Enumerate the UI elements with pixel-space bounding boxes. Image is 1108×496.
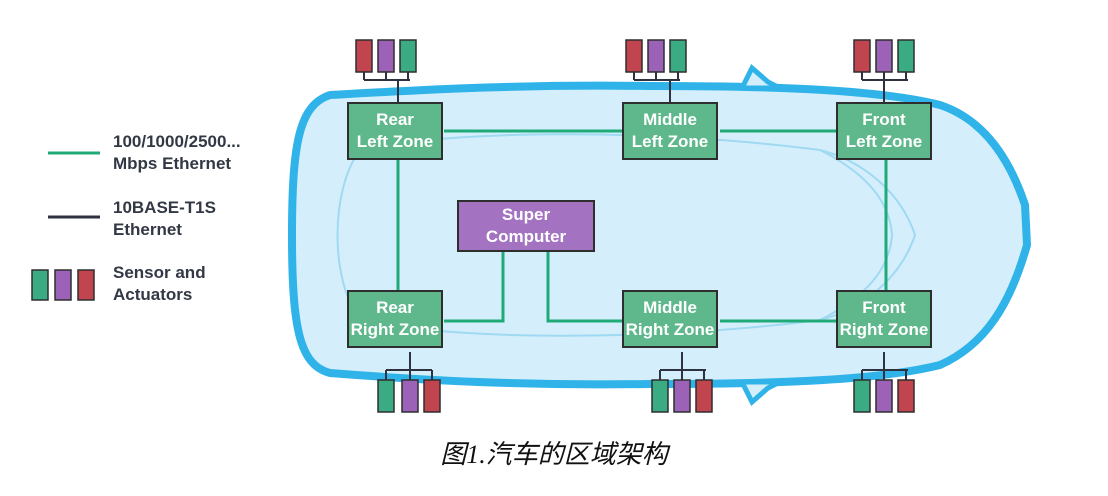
zone-middle-left: Middle Left Zone [622, 102, 718, 160]
sensor-purple [875, 39, 893, 73]
sensor-red [853, 39, 871, 73]
zone-label: Front Left Zone [845, 110, 923, 151]
ethernet-links [396, 129, 888, 323]
sensor-group-rear-left [355, 39, 417, 73]
right-mirror [737, 379, 782, 407]
sensor-group-middle-right [651, 379, 713, 413]
car-interior-line [359, 133, 917, 337]
legend-t1s-label: 10BASE-T1S Ethernet [113, 198, 216, 239]
sensor-purple [647, 39, 665, 73]
zone-rear-right: Rear Right Zone [347, 290, 443, 348]
zone-label: Front Right Zone [839, 298, 929, 339]
legend-sensor-icons [31, 269, 95, 301]
zone-rear-left: Rear Left Zone [347, 102, 443, 160]
sensor-group-front-right [853, 379, 915, 413]
sensor-green [853, 379, 871, 413]
super-computer-label: Super Computer [485, 205, 567, 246]
zone-label: Middle Right Zone [625, 298, 715, 339]
sensor-purple [875, 379, 893, 413]
sensor-green [651, 379, 669, 413]
sensor-red [625, 39, 643, 73]
zone-label: Rear Right Zone [350, 298, 440, 339]
sensor-green [399, 39, 417, 73]
link-super-rearright [444, 252, 505, 323]
zone-label: Rear Left Zone [356, 110, 434, 151]
zone-front-left: Front Left Zone [836, 102, 932, 160]
legend-ethernet-label: 100/1000/2500... Mbps Ethernet [113, 132, 241, 173]
sensor-purple [401, 379, 419, 413]
legend-sensor-label: Sensor and Actuators [113, 263, 206, 304]
sensor-red [355, 39, 373, 73]
sensor-purple [377, 39, 395, 73]
sensor-group-front-left [853, 39, 915, 73]
sensor-group-rear-right [377, 379, 441, 413]
figure-caption: 图1.汽车的区域架构 [440, 440, 668, 469]
t1s-links [363, 72, 908, 380]
zone-front-right: Front Right Zone [836, 290, 932, 348]
left-mirror [737, 63, 782, 91]
sensor-group-middle-left [625, 39, 687, 73]
super-computer-box: Super Computer [457, 200, 595, 252]
sensor-red [423, 379, 441, 413]
link-super-middleright [546, 252, 624, 323]
sensor-purple [673, 379, 691, 413]
sensor-red [897, 379, 915, 413]
sensor-green [669, 39, 687, 73]
zone-middle-right: Middle Right Zone [622, 290, 718, 348]
sensor-green [377, 379, 395, 413]
sensor-red [695, 379, 713, 413]
zone-label: Middle Left Zone [631, 110, 709, 151]
sensor-green [897, 39, 915, 73]
